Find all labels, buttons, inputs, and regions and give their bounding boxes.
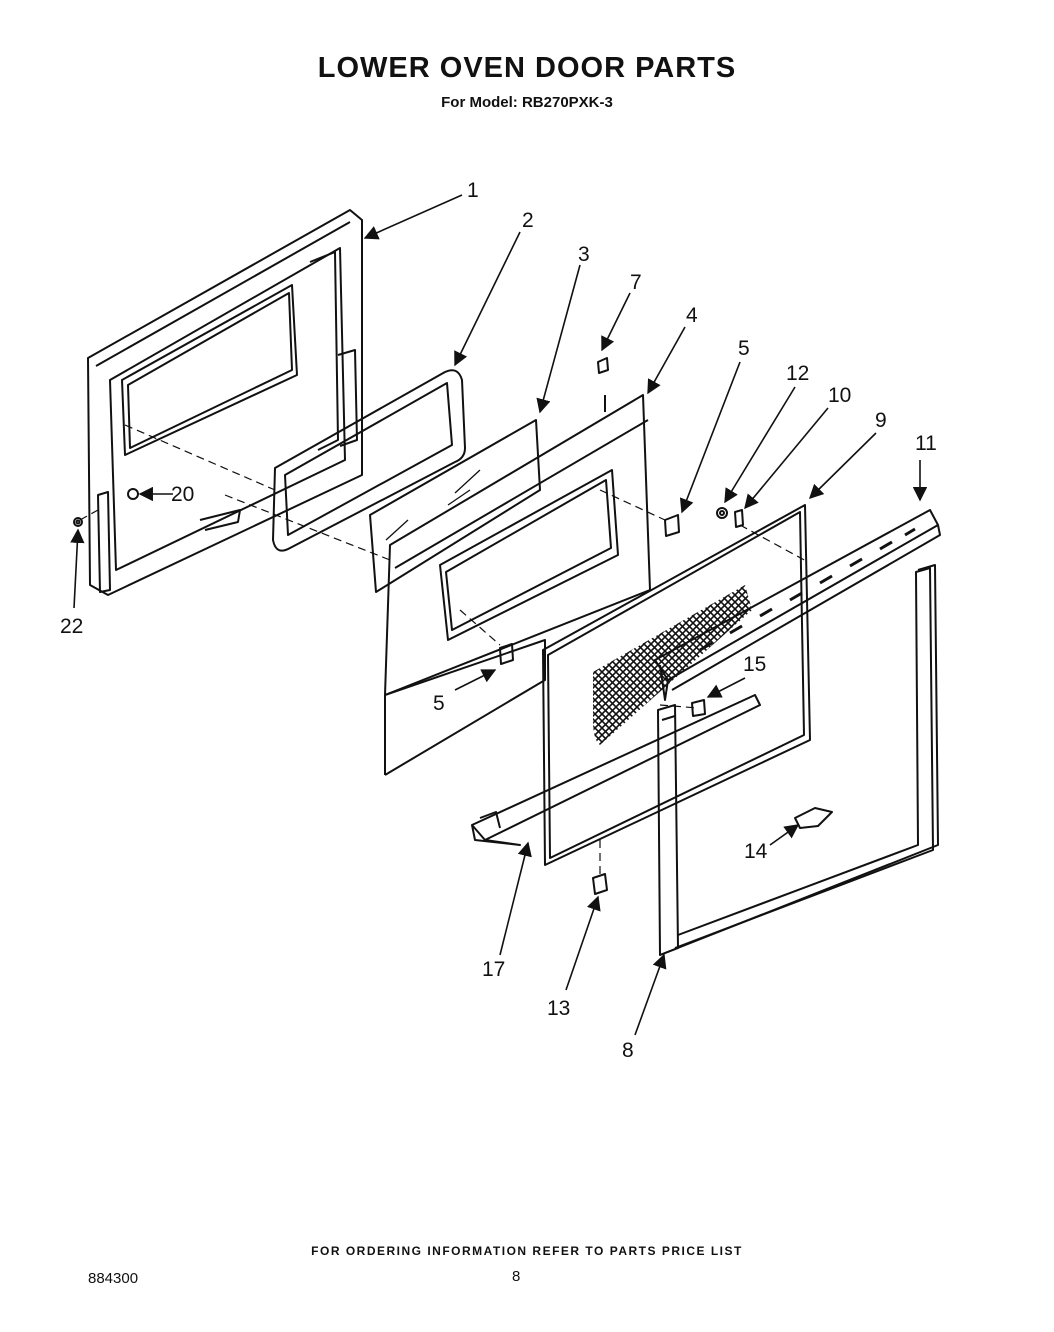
- callout-11: 11: [915, 432, 937, 455]
- glass-pane: [369, 419, 541, 593]
- callout-5-lower: 5: [433, 692, 445, 715]
- callout-5-upper: 5: [738, 337, 750, 360]
- callout-7: 7: [630, 271, 642, 294]
- bottom-bracket-bar: [471, 694, 761, 846]
- outer-door-panel: [87, 209, 363, 596]
- callout-17: 17: [482, 958, 505, 981]
- ordering-info-note: FOR ORDERING INFORMATION REFER TO PARTS …: [311, 1244, 743, 1258]
- callout-3: 3: [578, 243, 590, 266]
- callout-22: 22: [60, 615, 83, 638]
- door-gasket: [272, 369, 466, 552]
- callout-4: 4: [686, 304, 698, 327]
- leader-lines: [70, 194, 928, 1036]
- top-trim-bar: [654, 509, 941, 701]
- callout-20: 20: [171, 483, 194, 506]
- page-number: 8: [512, 1268, 521, 1285]
- callout-10: 10: [828, 384, 851, 407]
- callout-13: 13: [547, 997, 570, 1020]
- outer-trim-frame: [657, 564, 939, 956]
- callout-9: 9: [875, 409, 887, 432]
- callout-14: 14: [744, 840, 768, 863]
- callout-8: 8: [622, 1039, 634, 1062]
- page-title: LOWER OVEN DOOR PARTS: [317, 52, 737, 84]
- callout-12: 12: [786, 362, 809, 385]
- model-subtitle: For Model: RB270PXK-3: [441, 94, 613, 111]
- inner-door-liner: [384, 394, 651, 776]
- callout-2: 2: [522, 209, 534, 232]
- callout-1: 1: [467, 179, 479, 202]
- callout-15: 15: [743, 653, 766, 676]
- alignment-lines: [79, 424, 809, 876]
- document-number: 884300: [88, 1270, 139, 1287]
- small-hardware: [73, 357, 833, 895]
